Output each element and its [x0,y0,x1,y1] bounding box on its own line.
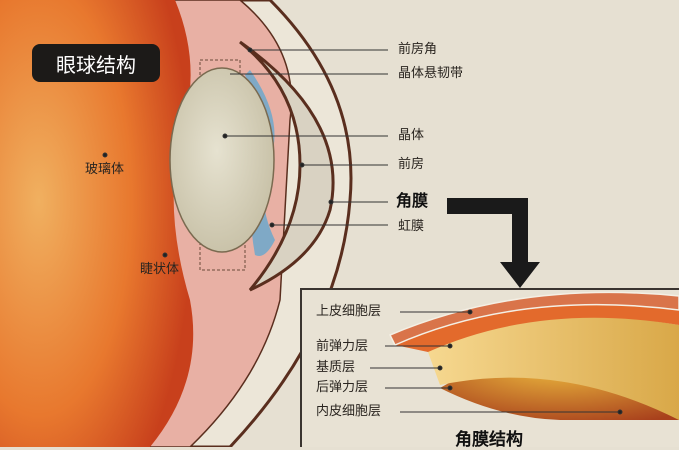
label-descemet-membrane: 后弹力层 [316,380,369,395]
bowman-shape [395,304,679,352]
label-stroma: 基质层 [316,360,356,375]
eye-pointer-lines [102,47,388,258]
label-bowman-layer: 前弹力层 [316,339,369,354]
label-vitreous: 玻璃体 [85,162,125,177]
label-iris: 虹膜 [398,219,425,234]
cornea-shape [239,40,335,292]
label-endothelium: 内皮细胞层 [316,404,382,419]
label-zonule: 晶体悬韧带 [398,66,464,81]
inset-pointer-lines [370,309,623,415]
inset-title: 角膜结构 [455,430,523,450]
label-anterior-chamber-angle: 前房角 [398,42,438,57]
arrow-icon [447,198,540,288]
label-anterior-chamber: 前房 [398,157,425,172]
epithelium-shape [388,291,679,346]
label-epithelium: 上皮细胞层 [316,304,382,319]
label-lens: 晶体 [398,128,425,143]
label-ciliary-body: 睫状体 [140,262,180,277]
stroma-shape [428,316,679,420]
diagram-title: 眼球结构 [32,44,160,82]
vitreous-body [0,0,194,447]
label-cornea: 角膜 [396,191,429,210]
lens-shape [169,67,275,253]
